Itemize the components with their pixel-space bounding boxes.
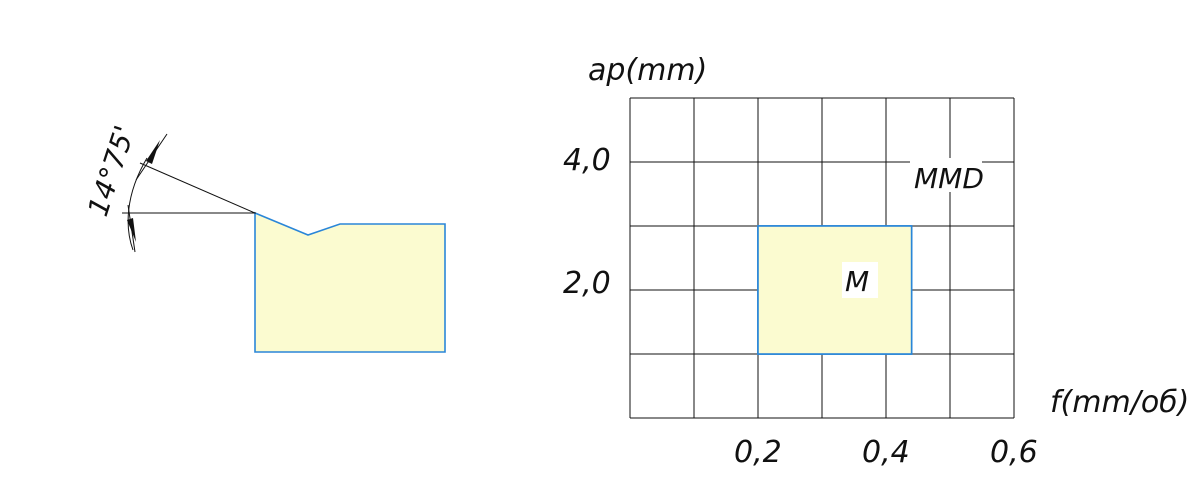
x-tick-label: 0,6 bbox=[990, 435, 1038, 470]
x-tick-label: 0,2 bbox=[734, 435, 782, 470]
y-axis-label: ap(mm) bbox=[588, 53, 707, 88]
region-m-label-bg bbox=[842, 262, 878, 298]
angle-label: 14°75' bbox=[81, 122, 141, 221]
region-m-label: M bbox=[845, 265, 869, 298]
angle-rake-line bbox=[139, 162, 256, 214]
angle-arrow-lower-head bbox=[127, 218, 136, 242]
x-axis-label: f(mm/об) bbox=[1050, 385, 1189, 420]
x-tick-label: 0,4 bbox=[862, 435, 910, 470]
region-m-fill bbox=[757, 225, 913, 355]
region-mmd-label-bg bbox=[910, 158, 982, 192]
angle-arrow-upper-head bbox=[146, 140, 160, 164]
insert-body bbox=[254, 211, 446, 353]
y-tick-label: 4,0 bbox=[563, 143, 611, 178]
y-tick-label: 2,0 bbox=[563, 266, 611, 301]
insert-drawing: 14°75' bbox=[81, 122, 446, 353]
region-mmd-label: MMD bbox=[914, 162, 984, 195]
chart: MMD M ap(mm) f(mm/об) 4,0 2,0 0,2 0,4 0,… bbox=[563, 53, 1189, 470]
angle-dimension-arc bbox=[127, 157, 148, 251]
